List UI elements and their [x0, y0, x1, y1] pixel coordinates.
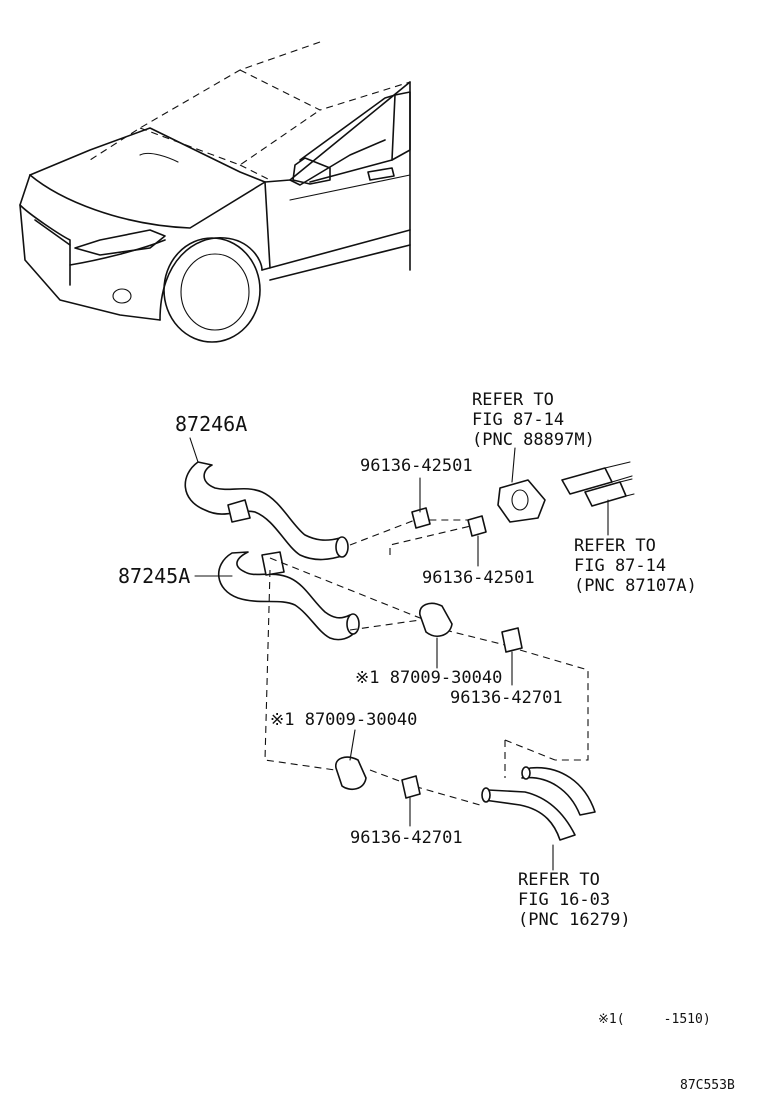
footnote: ※1( -1510) — [598, 1012, 711, 1027]
hose-marker — [261, 551, 285, 576]
clip-87009-30040 — [419, 602, 453, 637]
label-clamp-mid: 96136-42701 — [450, 688, 563, 708]
refer-16279-line2: FIG 16-03 — [518, 890, 611, 910]
label-clip-mid: ※1 87009-30040 — [355, 668, 503, 688]
hose-marker — [227, 499, 251, 523]
refer-87107a-line1: REFER TO — [574, 536, 656, 556]
hose-end — [346, 613, 360, 635]
refer-88897m-line3: (PNC 88897M) — [472, 430, 595, 450]
refer-87107a-line3: (PNC 87107A) — [574, 576, 697, 596]
clamp-96136-42501 — [467, 515, 487, 537]
refer-16279-line1: REFER TO — [518, 870, 600, 890]
hose-87246a — [184, 461, 346, 561]
refer-88897m-line2: FIG 87-14 — [472, 410, 565, 430]
refer-16279-line3: (PNC 16279) — [518, 910, 631, 930]
label-87245a: 87245A — [118, 564, 191, 588]
hose-end — [335, 536, 349, 558]
refer-87107a-line2: FIG 87-14 — [574, 556, 667, 576]
pipe-16279 — [521, 766, 596, 816]
figure-code: 87C553B — [680, 1078, 735, 1093]
pipe-16279 — [483, 789, 576, 841]
label-clamp-top-right: 96136-42501 — [422, 568, 535, 588]
clamp-96136-42701 — [501, 627, 523, 653]
label-clamp-bottom: 96136-42701 — [350, 828, 463, 848]
clamp-96136-42501 — [411, 507, 431, 529]
clamp-96136-42701 — [401, 775, 421, 799]
water-valve — [497, 479, 546, 523]
label-clamp-top-left: 96136-42501 — [360, 456, 473, 476]
label-clip-bottom: ※1 87009-30040 — [270, 710, 418, 730]
label-87246a: 87246A — [175, 412, 248, 436]
clip-87009-30040 — [335, 756, 367, 791]
refer-88897m-line1: REFER TO — [472, 390, 554, 410]
